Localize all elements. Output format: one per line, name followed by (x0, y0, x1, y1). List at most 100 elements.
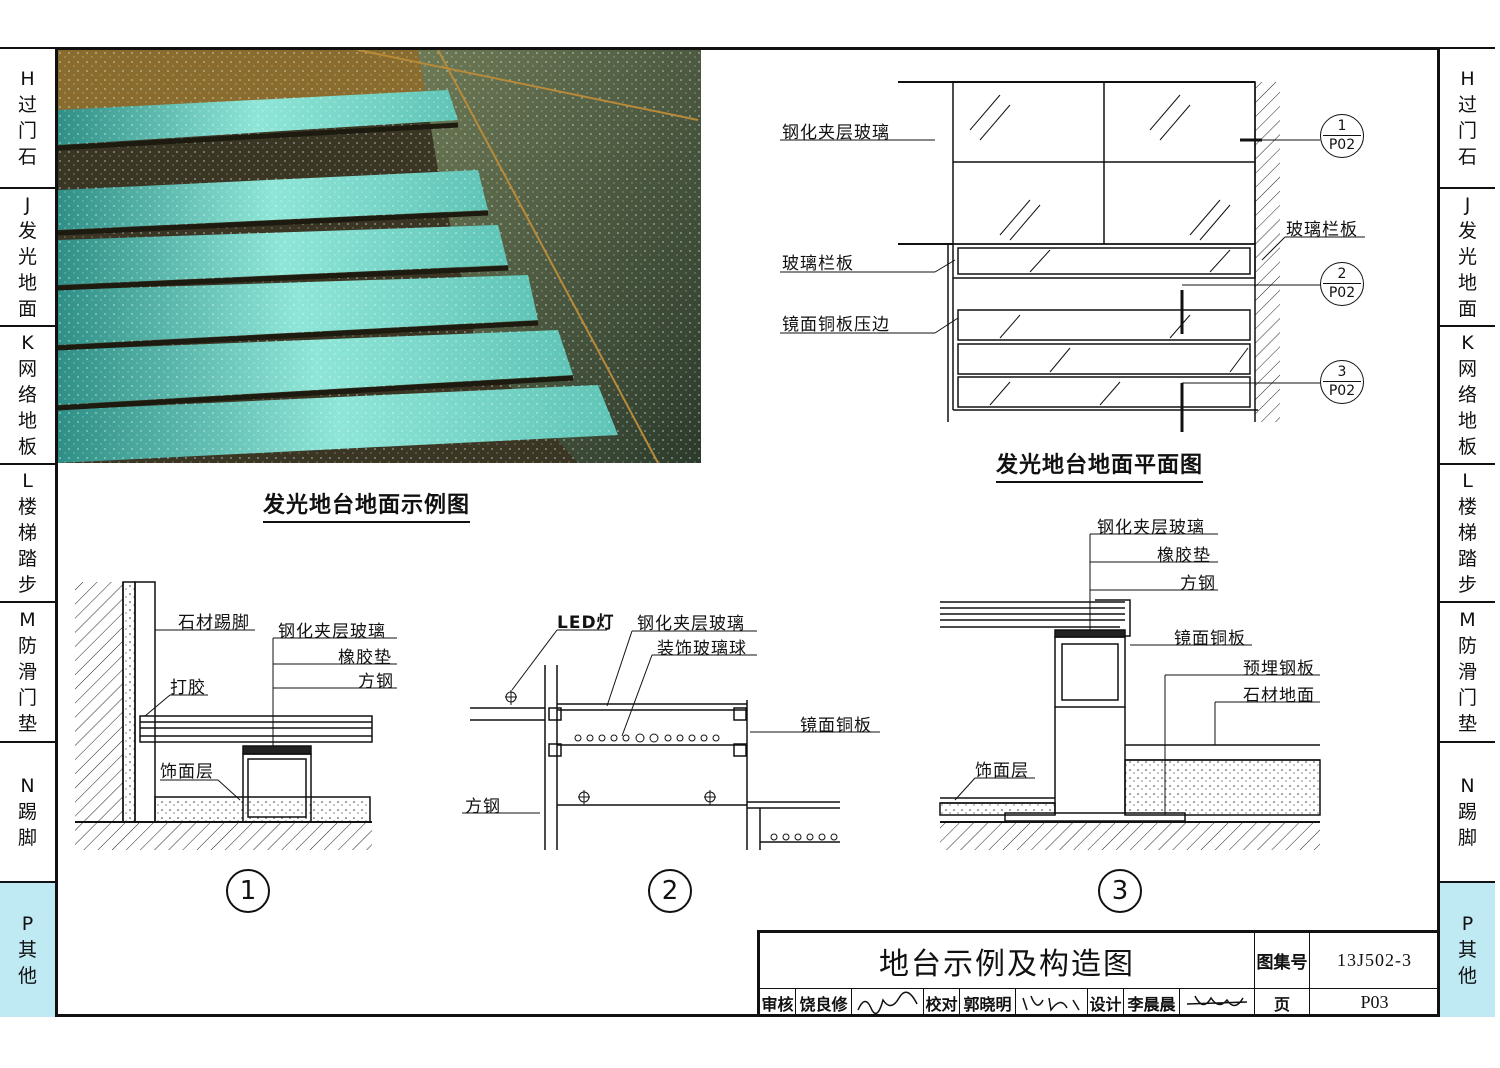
index-tab-char: 发 (17, 220, 37, 242)
design-label: 设计 (1088, 989, 1124, 1017)
designer-signature (1180, 989, 1255, 1017)
index-tab-char: 板 (17, 436, 37, 458)
index-tab-char: 其 (1457, 939, 1477, 961)
index-tab-char: 踢 (17, 801, 37, 823)
index-tab-char: 网 (1457, 358, 1477, 380)
d2-label-led: LED灯 (557, 613, 615, 633)
d1-label-glass: 钢化夹层玻璃 (278, 622, 386, 642)
index-tab-char: 门 (1457, 120, 1477, 142)
atlas-no: 13J502-3 (1310, 933, 1440, 989)
index-tab-char: 络 (17, 384, 37, 406)
reviewer-signature (852, 989, 924, 1017)
d2-label-glass: 钢化夹层玻璃 (637, 614, 745, 634)
index-tab-char: 石 (17, 146, 37, 168)
detail-1-section (75, 581, 397, 850)
index-tab-char: 楼 (1457, 496, 1477, 518)
index-tab-char: 地 (17, 410, 37, 432)
drawing-frame (55, 47, 1440, 1017)
d3-label-rubber: 橡胶垫 (1157, 546, 1211, 566)
page-label: 页 (1255, 989, 1310, 1017)
plan-label-glass: 钢化夹层玻璃 (782, 123, 890, 143)
index-tab-char: 梯 (1457, 522, 1477, 544)
index-tab-char: 门 (17, 687, 37, 709)
index-tab-code: M (1459, 609, 1476, 631)
photo-caption: 发光地台地面示例图 (263, 487, 471, 523)
index-tab-code: K (21, 332, 34, 354)
index-tab-char: 面 (17, 298, 37, 320)
index-tab-char: 过 (17, 94, 37, 116)
review-label: 审核 (760, 989, 796, 1017)
d2-label-balls: 装饰玻璃球 (657, 639, 747, 659)
index-tab-code: J (1464, 194, 1471, 216)
index-tab-char: 光 (17, 246, 37, 268)
index-tab-code: M (19, 609, 36, 631)
index-tab-char: 脚 (1457, 827, 1477, 849)
reviewer-name: 饶良修 (796, 989, 852, 1017)
detail-2-section (462, 629, 880, 850)
index-tab-char: 防 (17, 635, 37, 657)
d1-label-finish: 饰面层 (160, 762, 214, 782)
index-tab-char: 地 (1457, 272, 1477, 294)
checker-signature (1016, 989, 1088, 1017)
index-tab-code: H (20, 68, 35, 90)
plan-label-rail-right: 玻璃栏板 (1286, 220, 1358, 240)
index-tab-char: 踢 (1457, 801, 1477, 823)
page-number: P03 (1310, 989, 1440, 1017)
index-tab-char: 垫 (1457, 713, 1477, 735)
checker-name: 郭晓明 (960, 989, 1016, 1017)
d2-label-steel: 方钢 (465, 797, 501, 817)
d1-label-glue: 打胶 (170, 678, 206, 698)
index-tab-char: 踏 (17, 548, 37, 570)
detail-3-section (939, 533, 1321, 850)
d3-label-finish: 饰面层 (975, 761, 1029, 781)
index-tab-code: J (24, 194, 31, 216)
index-tab-char: 光 (1457, 246, 1477, 268)
plan-label-edge: 镜面铜板压边 (782, 315, 890, 335)
d2-label-copper: 镜面铜板 (800, 716, 872, 736)
d3-label-glass: 钢化夹层玻璃 (1097, 518, 1205, 538)
atlas-no-label: 图集号 (1255, 933, 1310, 989)
index-tab-code: P (1461, 913, 1474, 935)
detail-2-number: 2 (648, 869, 692, 913)
d3-label-copper: 镜面铜板 (1174, 629, 1246, 649)
index-tab-char: 他 (17, 965, 37, 987)
index-tab-char: 滑 (1457, 661, 1477, 683)
index-tab-char: 他 (1457, 965, 1477, 987)
index-tab-code: P (21, 913, 34, 935)
index-tab-char: 防 (1457, 635, 1477, 657)
detail-1-number: 1 (226, 869, 270, 913)
plan-label-rail-left: 玻璃栏板 (782, 254, 854, 274)
index-tab-code: K (1461, 332, 1474, 354)
index-tab-char: 楼 (17, 496, 37, 518)
index-tab-char: 步 (1457, 574, 1477, 596)
index-tab-code: L (1462, 470, 1473, 492)
plan-caption: 发光地台地面平面图 (996, 447, 1204, 483)
index-tab-code: N (1460, 775, 1475, 797)
sheet-title: 地台示例及构造图 (760, 933, 1255, 989)
index-tab-char: 门 (1457, 687, 1477, 709)
index-tab-char: 其 (17, 939, 37, 961)
index-tab-char: 网 (17, 358, 37, 380)
index-tab-char: 梯 (17, 522, 37, 544)
d3-label-plate: 预埋钢板 (1243, 659, 1315, 679)
check-label: 校对 (924, 989, 960, 1017)
index-tab-code: H (1460, 68, 1475, 90)
